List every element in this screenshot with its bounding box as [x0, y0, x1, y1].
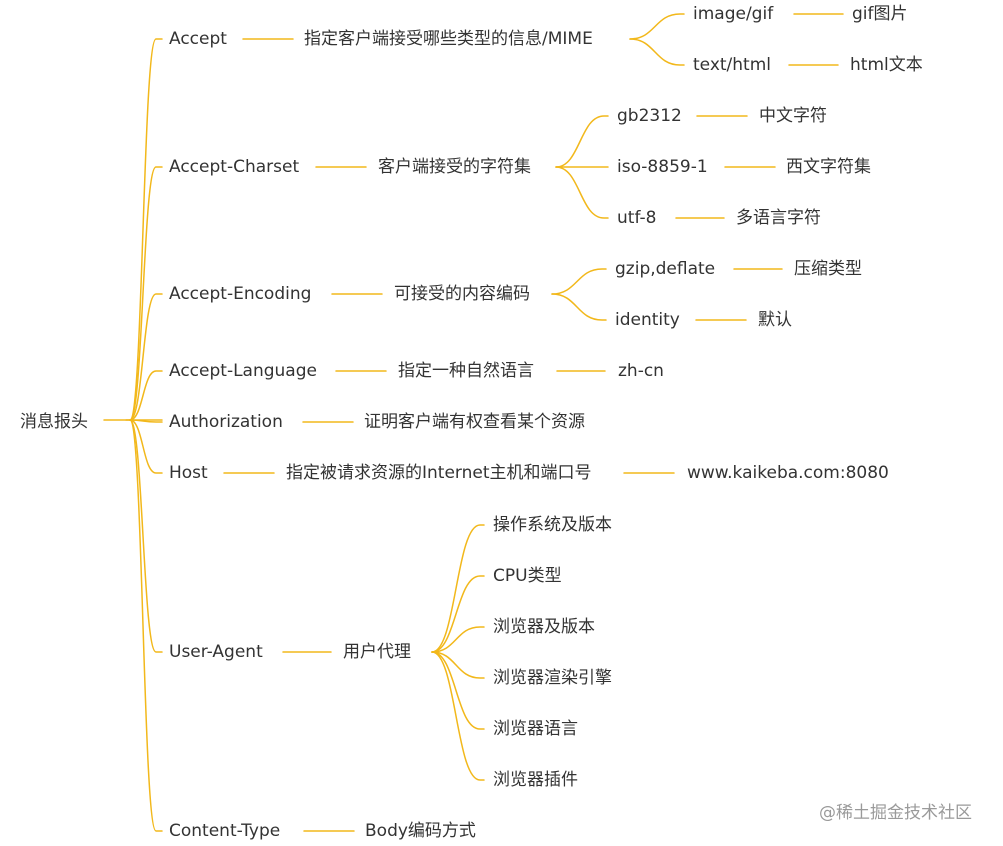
connector-36 — [431, 626, 485, 653]
header-user-agent: User-Agent — [169, 642, 263, 662]
header-accept: Accept — [169, 29, 227, 49]
value-utf-8: utf-8 — [617, 208, 657, 228]
header-accept-charset: Accept-Charset — [169, 157, 300, 177]
value-gzip-deflate: gzip,deflate — [615, 259, 716, 279]
connector-2 — [129, 166, 163, 421]
desc-accept: 指定客户端接受哪些类型的信息/MIME — [304, 29, 593, 49]
value-iso-8859-1: iso-8859-1 — [617, 157, 708, 177]
value-gb2312: gb2312 — [617, 106, 682, 126]
connector-35 — [431, 575, 485, 653]
note-gif: gif图片 — [852, 4, 908, 24]
note-iso-8859-1: 西文字符集 — [786, 157, 871, 177]
connector-22 — [555, 115, 609, 168]
value-identity: identity — [615, 310, 680, 330]
value-host: www.kaikeba.com:8080 — [687, 463, 889, 483]
connector-8 — [129, 419, 163, 832]
ua-item-cpu: CPU类型 — [493, 566, 562, 586]
ua-item-engine: 浏览器渲染引擎 — [493, 668, 612, 688]
desc-accept-charset: 客户端接受的字符集 — [378, 157, 531, 177]
connector-4 — [129, 370, 163, 421]
root-node: 消息报头 — [20, 412, 88, 432]
desc-host: 指定被请求资源的Internet主机和端口号 — [286, 463, 592, 483]
desc-authorization: 证明客户端有权查看某个资源 — [364, 412, 585, 432]
ua-item-language: 浏览器语言 — [493, 719, 578, 739]
value-zh-cn: zh-cn — [618, 361, 664, 381]
header-host: Host — [169, 463, 208, 483]
connector-29 — [551, 293, 607, 321]
connector-3 — [129, 293, 163, 421]
ua-item-os: 操作系统及版本 — [493, 515, 612, 535]
value-text-html: text/html — [693, 55, 772, 75]
connector-18 — [629, 13, 685, 40]
connector-7 — [129, 419, 163, 653]
watermark: @稀土掘金技术社区 — [819, 803, 972, 823]
connector-19 — [629, 38, 685, 66]
connector-6 — [129, 419, 163, 474]
desc-user-agent: 用户代理 — [343, 642, 411, 662]
note-identity: 默认 — [758, 310, 792, 330]
note-html: html文本 — [850, 55, 923, 75]
connector-38 — [431, 651, 485, 730]
note-gzip: 压缩类型 — [794, 259, 862, 279]
connector-28 — [551, 268, 607, 295]
desc-accept-encoding: 可接受的内容编码 — [394, 284, 530, 304]
connector-39 — [431, 651, 485, 781]
connector-34 — [431, 524, 485, 653]
value-image-gif: image/gif — [693, 4, 774, 24]
desc-accept-language: 指定一种自然语言 — [398, 361, 534, 381]
header-authorization: Authorization — [169, 412, 283, 432]
connector-24 — [555, 166, 609, 219]
header-accept-language: Accept-Language — [169, 361, 317, 381]
note-gb2312: 中文字符 — [759, 106, 827, 126]
ua-item-browser: 浏览器及版本 — [493, 617, 595, 637]
note-utf-8: 多语言字符 — [736, 208, 821, 228]
header-content-type: Content-Type — [169, 821, 281, 841]
ua-item-plugins: 浏览器插件 — [493, 770, 578, 790]
connector-37 — [431, 651, 485, 679]
desc-content-type: Body编码方式 — [365, 821, 476, 841]
header-accept-encoding: Accept-Encoding — [169, 284, 312, 304]
connector-1 — [129, 38, 163, 421]
